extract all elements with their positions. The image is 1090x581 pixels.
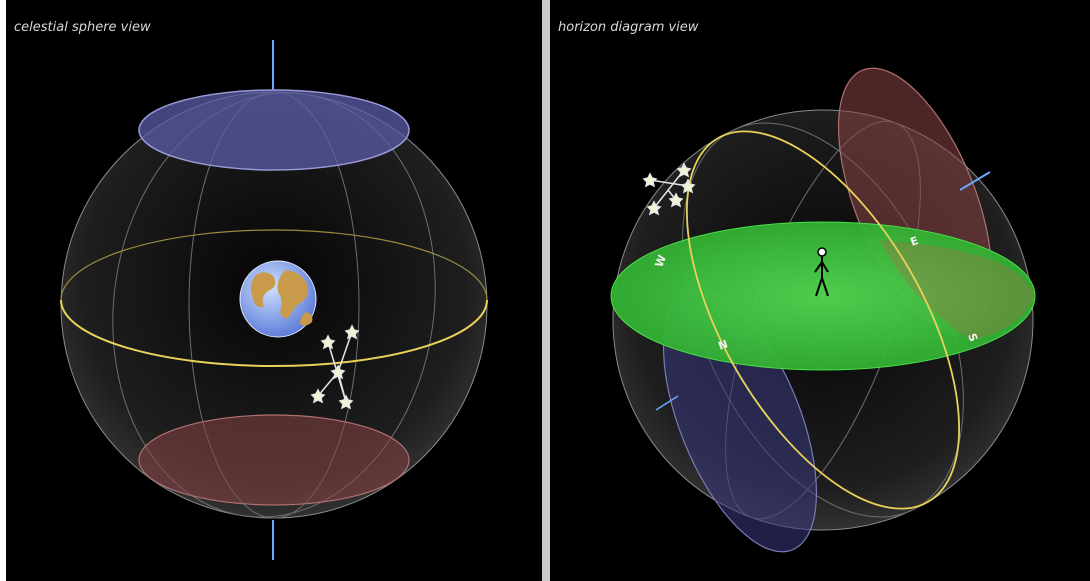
direction-north: N — [717, 337, 730, 352]
panel-title: celestial sphere view — [14, 20, 151, 35]
earth-icon — [239, 260, 317, 338]
south-polar-cap — [138, 414, 410, 506]
celestial-equator-back — [60, 229, 488, 301]
constellation-icon — [310, 324, 360, 410]
horizon-diagram-panel: horizon diagram view — [550, 0, 1090, 581]
horizon-diagram: E S W N — [610, 67, 1036, 553]
north-polar-cap — [138, 89, 410, 171]
polar-axis — [959, 171, 991, 191]
celestial-equator-front — [60, 299, 488, 367]
direction-east: E — [909, 234, 921, 249]
celestial-sphere-panel: celestial sphere view — [6, 0, 542, 581]
panel-title: horizon diagram view — [558, 20, 699, 35]
observer-icon — [814, 247, 829, 297]
panel-divider — [542, 0, 550, 581]
polar-cap-overlap — [880, 240, 1035, 340]
constellation-icon — [642, 162, 696, 216]
celestial-sphere-diagram — [60, 40, 488, 560]
polar-axis — [655, 395, 679, 411]
direction-west: W — [653, 253, 669, 269]
celestial-equator — [685, 130, 961, 510]
direction-south: S — [965, 332, 980, 344]
